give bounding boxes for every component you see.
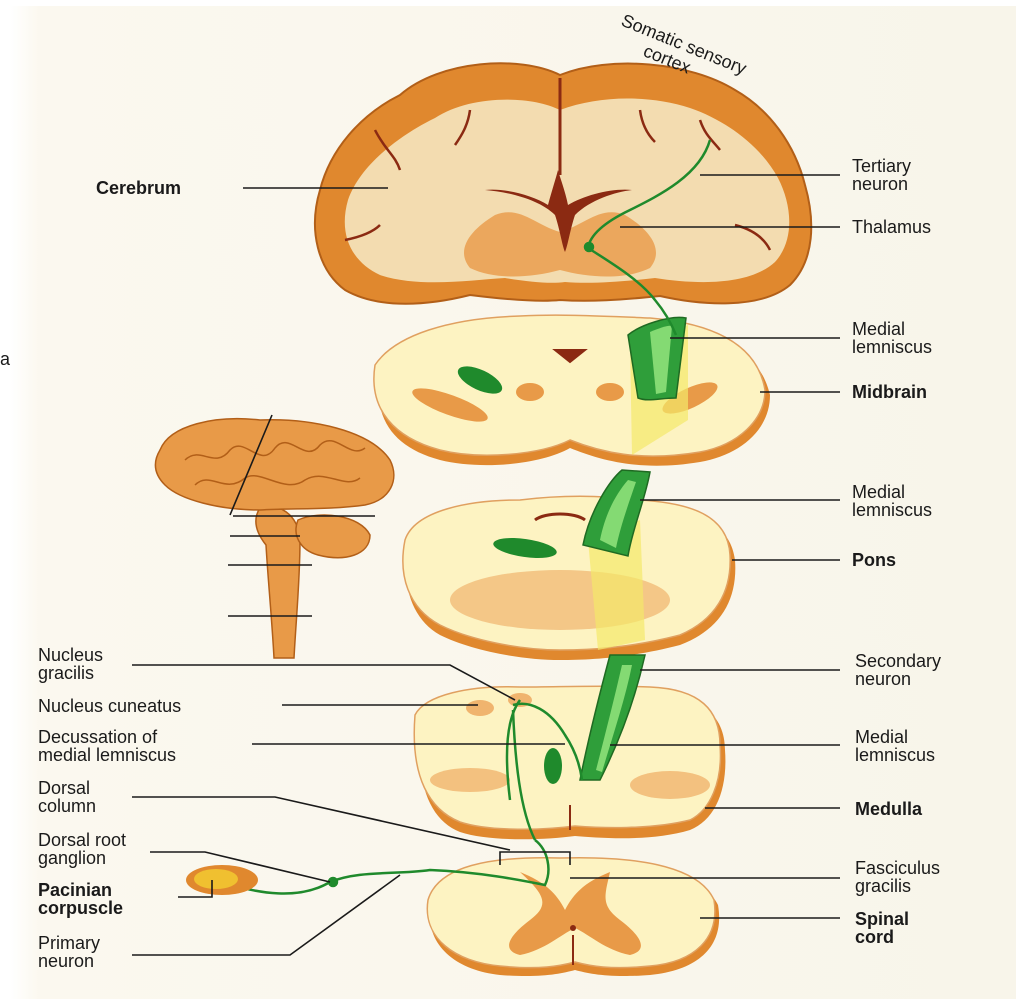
label-pons: Pons [852,551,896,569]
label-nucleus-cuneatus: Nucleus cuneatus [38,697,181,715]
medulla-pyramid-green [544,748,562,784]
label-primary-neuron: Primary neuron [38,934,100,970]
pons-section [403,496,735,660]
label-medial-lemniscus-3: Medial lemniscus [855,728,935,764]
medulla-section [414,686,725,839]
ganglion-cell [329,878,337,886]
label-dorsal-root-ganglion: Dorsal root ganglion [38,831,126,867]
label-dorsal-column: Dorsal column [38,779,96,815]
label-nucleus-gracilis: Nucleus gracilis [38,646,103,682]
spinal-cord-section [427,858,719,976]
label-decussation: Decussation of medial lemniscus [38,728,176,764]
label-cerebrum: Cerebrum [96,179,181,197]
medulla-orange-2 [630,771,710,799]
label-fasciculus-gracilis: Fasciculus gracilis [855,859,940,895]
label-midbrain: Midbrain [852,383,927,401]
nucleus-cuneatus-dot [466,700,494,716]
label-thalamus: Thalamus [852,218,931,236]
label-spinal-cord: Spinal cord [855,910,909,946]
edge-fragment-text: a [0,350,10,368]
medulla-orange-1 [430,768,510,792]
label-pacinian-corpuscle: Pacinian corpuscle [38,881,123,917]
spinal-central-canal [570,925,576,931]
label-medulla: Medulla [855,800,922,818]
label-medial-lemniscus-1: Medial lemniscus [852,320,932,356]
thalamus-synapse [585,243,593,251]
label-secondary-neuron: Secondary neuron [855,652,941,688]
pacinian-inner [194,869,238,889]
midbrain-orange-3 [516,383,544,401]
label-tertiary-neuron: Tertiary neuron [852,157,911,193]
medulla-face [414,686,720,829]
pacinian-corpuscle-organ [186,865,258,895]
midbrain-orange-4 [596,383,624,401]
label-medial-lemniscus-2: Medial lemniscus [852,483,932,519]
